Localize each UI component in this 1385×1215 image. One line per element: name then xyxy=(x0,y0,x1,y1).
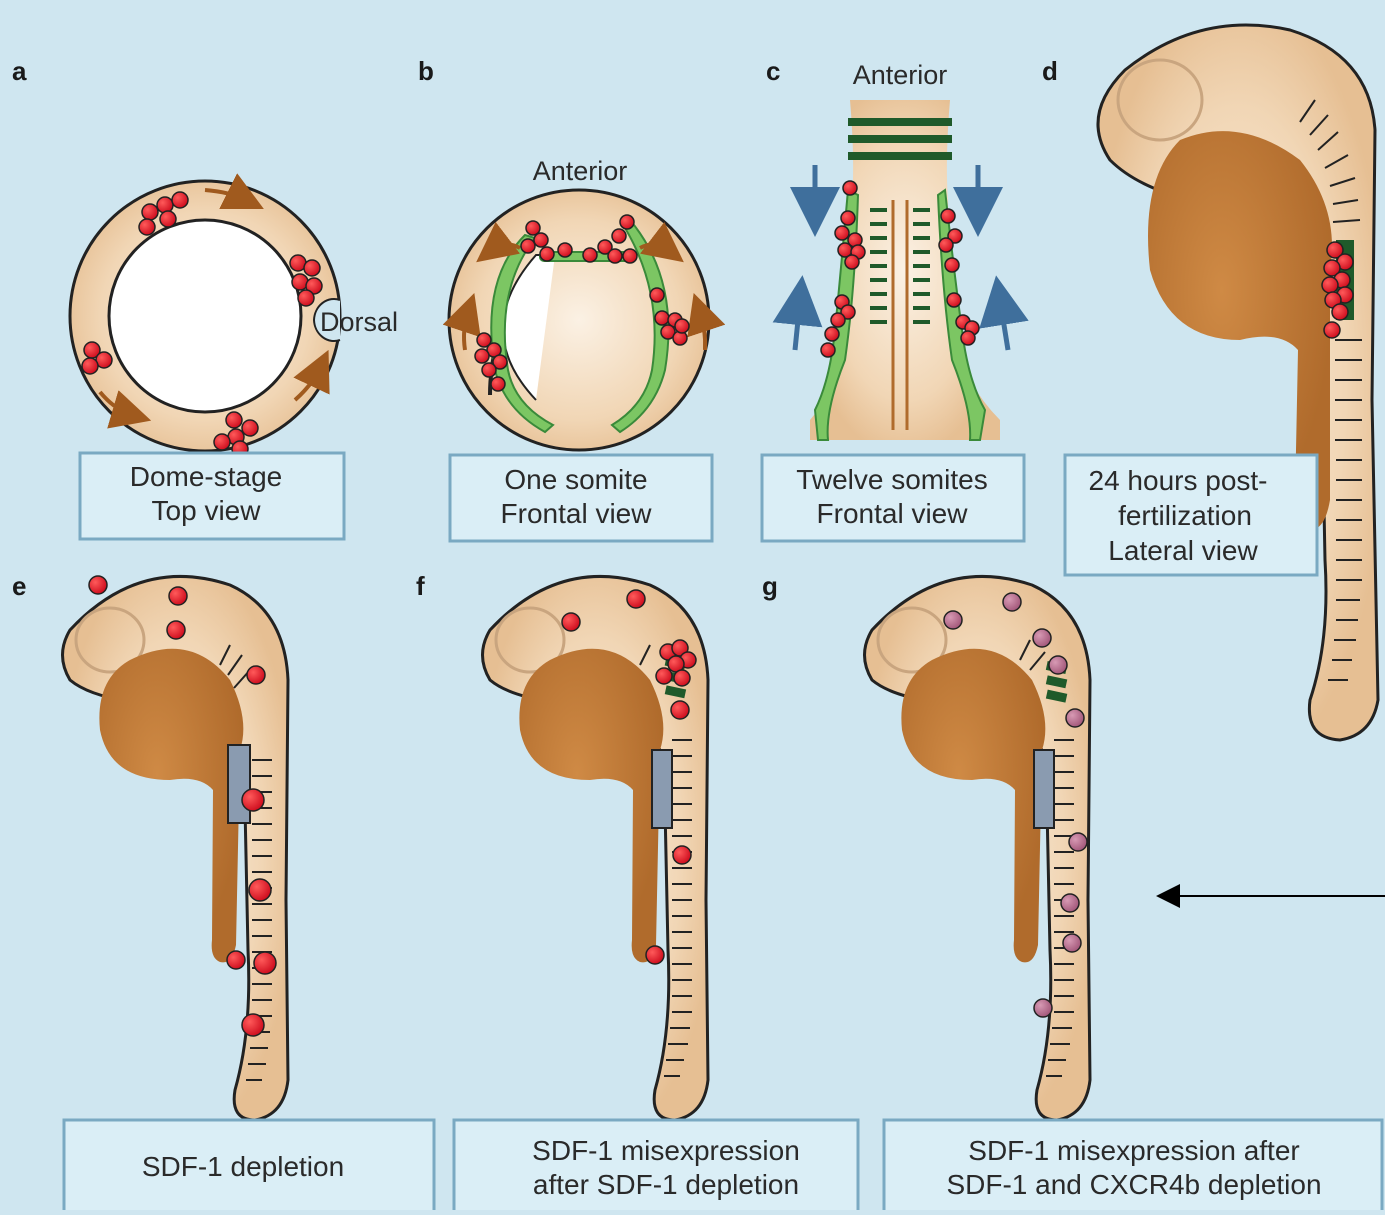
panel-e-letter: e xyxy=(12,571,26,601)
panel-a: a Dorsal Dome-stage Top view xyxy=(12,56,398,539)
panel-c: c Anterior xyxy=(762,56,1024,541)
anterior-stripes xyxy=(848,118,952,160)
svg-text:SDF-1 misexpression: SDF-1 misexpression xyxy=(532,1135,800,1166)
panel-b-letter: b xyxy=(418,56,434,86)
caption-c: Twelve somites Frontal view xyxy=(762,455,1024,541)
svg-text:Frontal view: Frontal view xyxy=(501,498,653,529)
panel-d-letter: d xyxy=(1042,56,1058,86)
blastoderm-ring xyxy=(70,181,340,451)
panel-g: g SDF-1 misexpression after SDF-1 and CX… xyxy=(762,571,1382,1210)
svg-text:after SDF-1 depletion: after SDF-1 depletion xyxy=(533,1169,799,1200)
caption-a: Dome-stage Top view xyxy=(80,453,344,539)
svg-text:Dome-stage: Dome-stage xyxy=(130,461,283,492)
panel-b: b Anterior One somite Frontal view xyxy=(418,56,712,541)
caption-d: 24 hours post- fertilization Lateral vie… xyxy=(1065,455,1317,575)
svg-text:fertilization: fertilization xyxy=(1118,500,1252,531)
svg-text:Twelve somites: Twelve somites xyxy=(796,464,987,495)
panel-a-letter: a xyxy=(12,56,27,86)
svg-text:One somite: One somite xyxy=(504,464,647,495)
svg-text:SDF-1 depletion: SDF-1 depletion xyxy=(142,1151,344,1182)
svg-text:Top view: Top view xyxy=(152,495,262,526)
panel-c-letter: c xyxy=(766,56,780,86)
svg-text:SDF-1 misexpression after: SDF-1 misexpression after xyxy=(968,1135,1299,1166)
panel-f: f SDF-1 misexpression after SDF-1 deplet… xyxy=(416,571,858,1210)
dorsal-label: Dorsal xyxy=(320,307,398,337)
svg-text:24 hours post-: 24 hours post- xyxy=(1089,465,1268,496)
caption-f: SDF-1 misexpression after SDF-1 depletio… xyxy=(454,1120,858,1210)
caption-b: One somite Frontal view xyxy=(450,455,712,541)
svg-text:SDF-1 and CXCR4b depletion: SDF-1 and CXCR4b depletion xyxy=(946,1169,1321,1200)
panel-g-letter: g xyxy=(762,571,778,601)
caption-g: SDF-1 misexpression after SDF-1 and CXCR… xyxy=(884,1120,1382,1210)
caption-e: SDF-1 depletion xyxy=(64,1120,434,1210)
anterior-label-c: Anterior xyxy=(853,60,948,90)
anterior-label-b: Anterior xyxy=(533,156,628,186)
svg-text:Frontal view: Frontal view xyxy=(817,498,969,529)
panel-f-letter: f xyxy=(416,571,425,601)
svg-text:Lateral view: Lateral view xyxy=(1108,535,1258,566)
panel-d: d 24 hours post- fertilization Lateral v… xyxy=(1042,25,1378,740)
panel-e: e SDF-1 depletion xyxy=(12,571,434,1210)
